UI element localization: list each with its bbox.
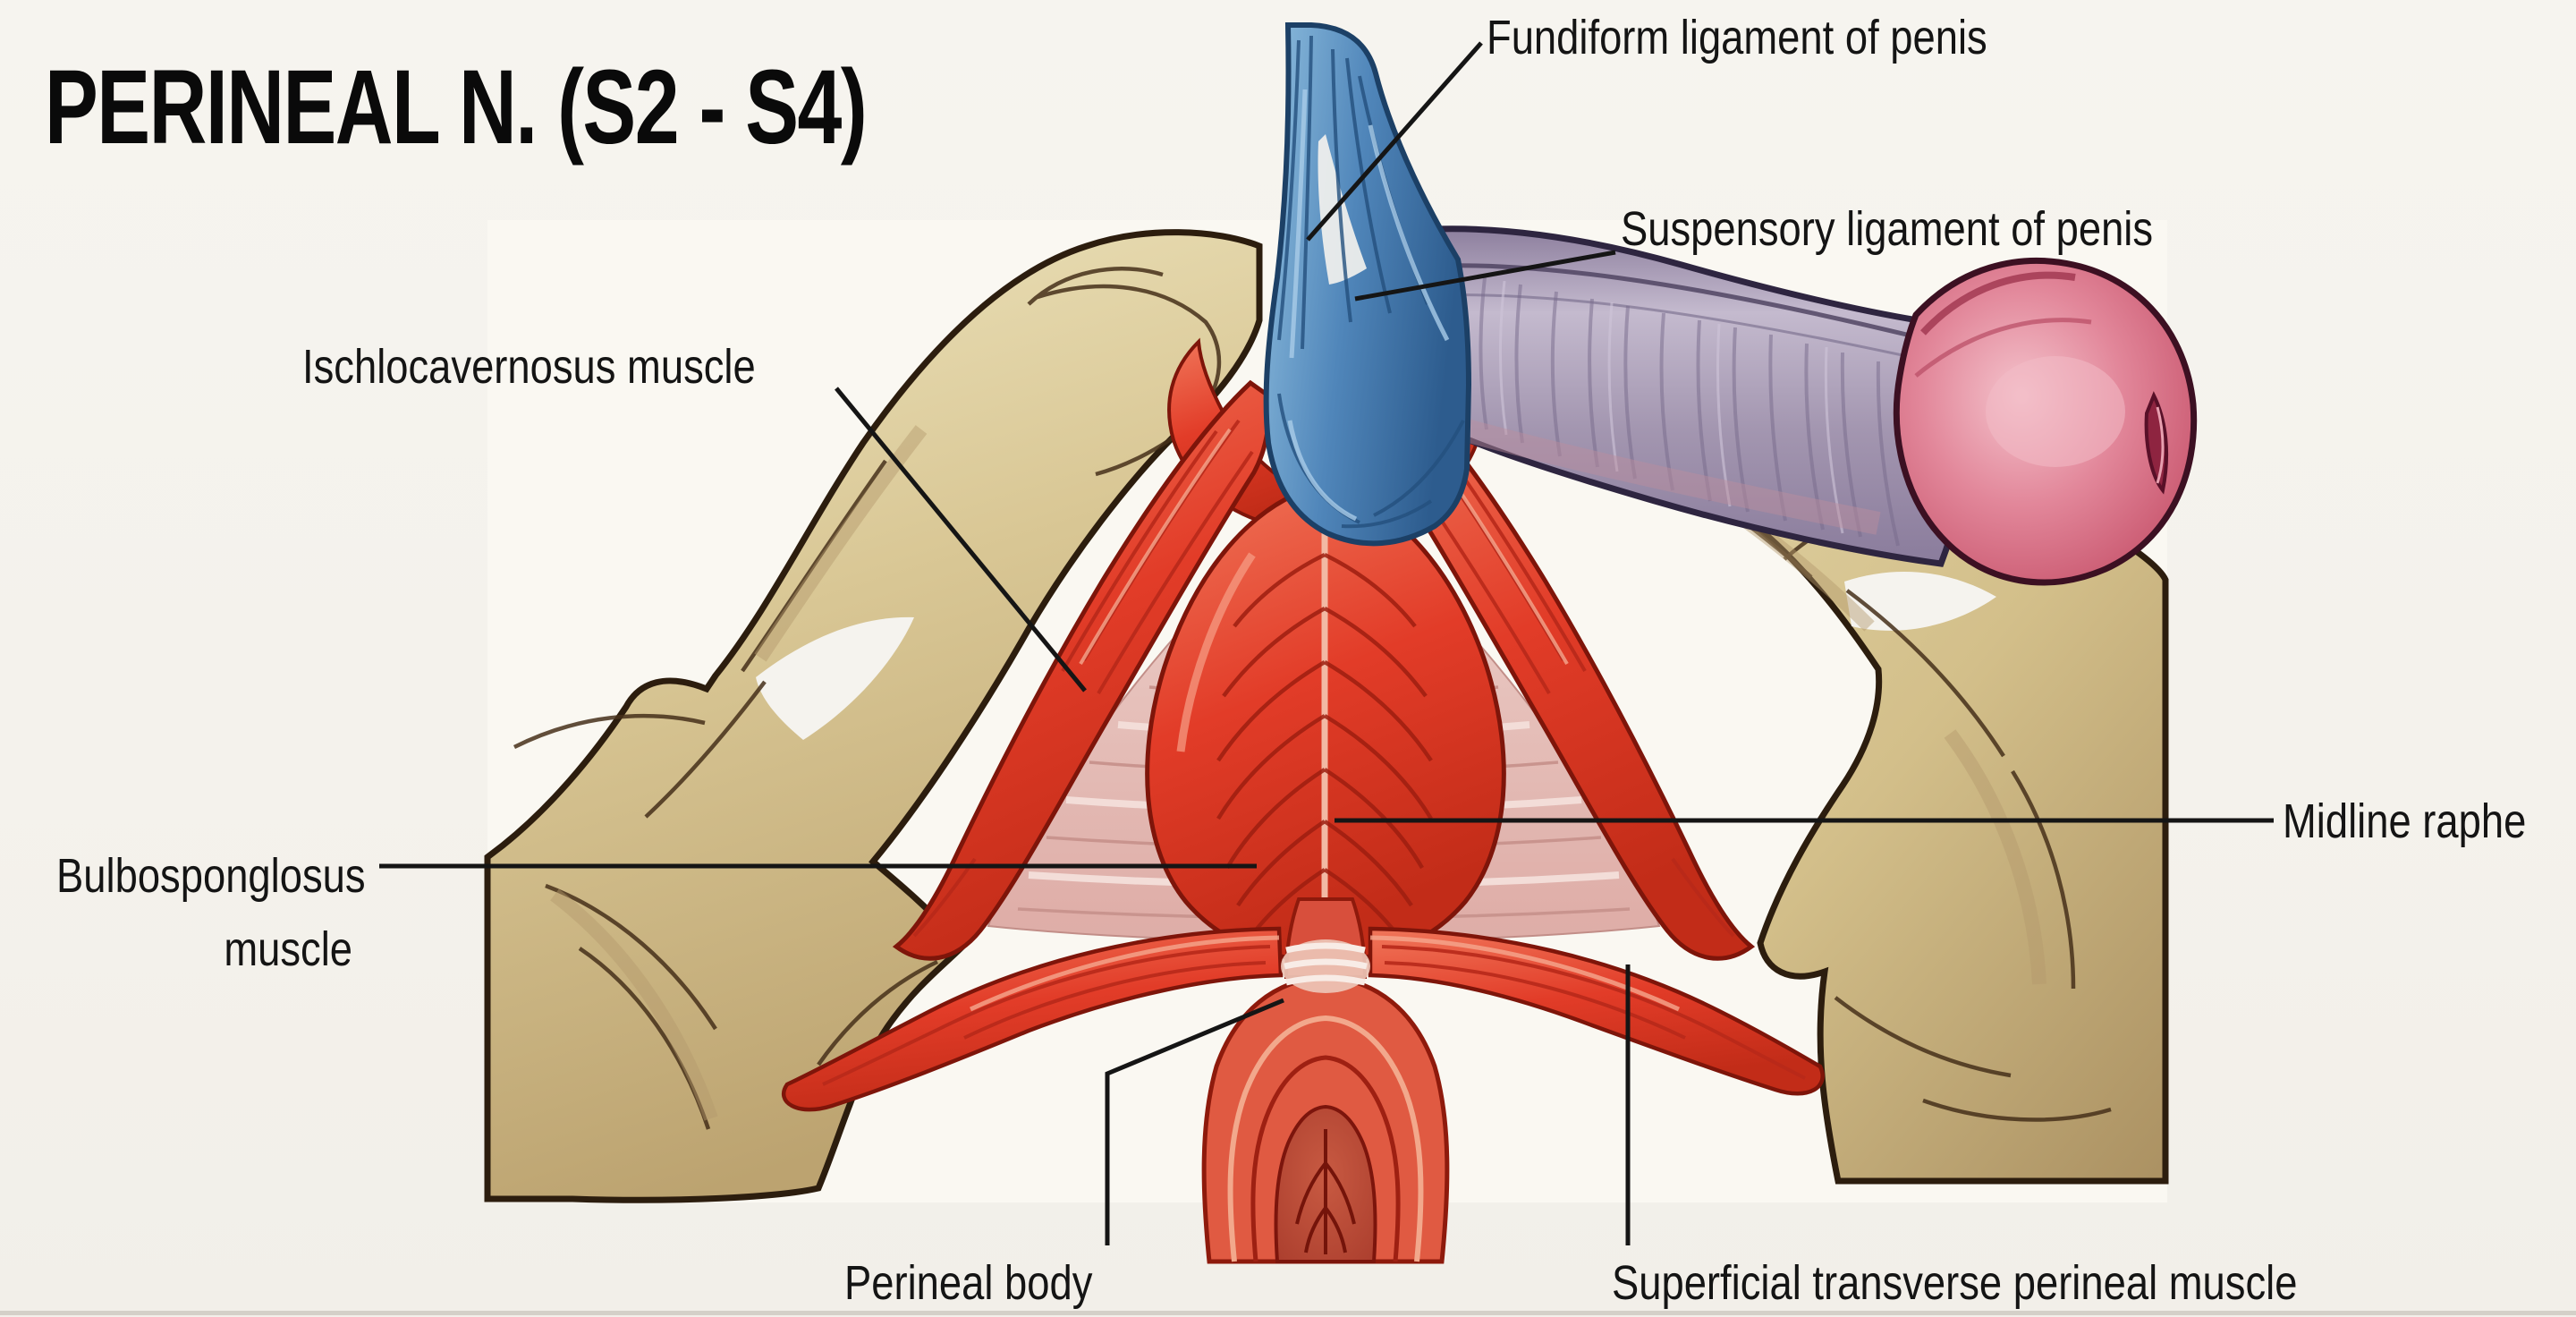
obturator-notch-left	[756, 616, 914, 740]
glans-penis	[1893, 257, 2198, 586]
pelvic-bone-left	[484, 229, 1263, 1203]
page-title: PERINEAL N. (S2 - S4)	[45, 48, 868, 166]
corona-fold	[1920, 271, 2076, 336]
ischiocavernosus-muscle-right	[1377, 379, 1756, 961]
leader-line-ischiocavernosus	[835, 387, 1087, 692]
ischiocavernosus-muscle-left	[892, 379, 1271, 961]
superficial-transverse-perineal-muscles	[781, 926, 1825, 1112]
label-perineal-body: Perineal body	[844, 1256, 1093, 1310]
bone-crevices-left	[513, 267, 1222, 1130]
shaft-underside-tint	[1428, 409, 1881, 535]
page-bottom-edge	[0, 1311, 2576, 1315]
label-superficial-transverse-perineal-muscle: Superficial transverse perineal muscle	[1612, 1256, 2298, 1310]
label-bulbospongiosus-muscle: Bulbosponglosus muscle	[56, 839, 366, 986]
leader-line-perineal-body	[1105, 998, 1284, 1245]
leader-line-fundiform	[1306, 41, 1483, 242]
sphincter-ring-highlight	[1227, 1015, 1424, 1262]
leader-lines	[379, 41, 2274, 1245]
sphincter-ring-inner	[1250, 1055, 1401, 1262]
fundiform-split	[1318, 134, 1367, 285]
label-fundiform-ligament: Fundiform ligament of penis	[1487, 11, 1987, 64]
penis-shaft	[1370, 225, 1968, 567]
label-ischiocavernosus-muscle: Ischlocavernosus muscle	[302, 340, 756, 394]
notch-right	[1844, 571, 1996, 631]
fundiform-highlights	[1287, 89, 1450, 522]
glans-highlight	[1986, 356, 2125, 467]
perineal-body	[1281, 897, 1370, 993]
label-midline-raphe: Midline raphe	[2283, 794, 2527, 848]
external-anal-sphincter	[1201, 974, 1450, 1264]
perineal-body-strands	[1284, 942, 1368, 986]
label-suspensory-ligament: Suspensory ligament of penis	[1621, 202, 2154, 256]
anal-folds	[1295, 1129, 1356, 1254]
ischiocavernosus-muscles	[892, 379, 1756, 961]
fundiform-ligament	[1263, 22, 1472, 547]
fundiform-fibers	[1277, 35, 1465, 529]
transverse-striations	[822, 945, 1806, 1086]
leader-line-suspensory	[1354, 250, 1616, 302]
shaft-wrinkles	[1479, 276, 1900, 547]
muscle-feather-striations	[1216, 552, 1433, 934]
label-bulbospongiosus-line2: muscle	[224, 922, 352, 976]
label-bulbospongiosus-line1: Bulbosponglosus	[56, 849, 366, 903]
muscle-highlight	[1176, 552, 1256, 752]
superficial-transverse-muscle-right	[1368, 926, 1825, 1096]
